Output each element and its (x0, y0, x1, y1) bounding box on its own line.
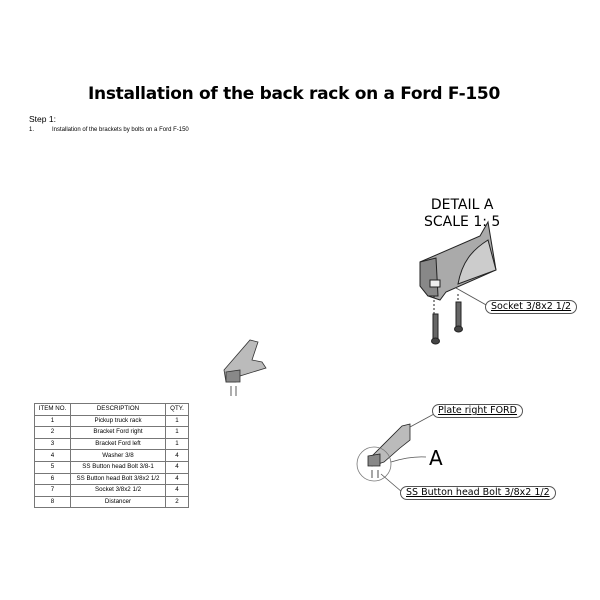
item-no: 8 (34, 495, 71, 509)
detail-a-drawing (419, 220, 497, 345)
step-description: Installation of the brackets by bolts on… (52, 127, 189, 133)
qty: 2 (165, 495, 189, 509)
item-no: 4 (34, 449, 71, 462)
item-no: 3 (34, 437, 71, 451)
step-number: 1. (29, 127, 35, 133)
description: Socket 3/8x2 1/2 (70, 484, 166, 497)
callout-bolt: SS Button head Bolt 3/8x2 1/2 (400, 486, 556, 500)
qty: 4 (165, 449, 189, 462)
header-item-no: ITEM NO. (34, 403, 71, 416)
detail-title: DETAIL A (430, 197, 494, 213)
description: Distancer (70, 495, 166, 509)
detail-scale: SCALE 1: 5 (424, 214, 501, 230)
description: SS Button head Bolt 3/8-1 (70, 460, 166, 474)
item-no: 2 (34, 426, 71, 439)
callout-socket: Socket 3/8x2 1/2 (485, 300, 578, 314)
step-heading: Step 1: (29, 114, 56, 124)
qty: 4 (165, 472, 189, 486)
item-no: 1 (34, 414, 71, 428)
header-description: DESCRIPTION (70, 403, 166, 416)
description: Bracket Ford left (70, 437, 166, 451)
item-no: 5 (34, 460, 71, 474)
description: Bracket Ford right (70, 426, 166, 439)
qty: 1 (165, 414, 189, 428)
qty: 1 (165, 426, 189, 439)
right-bracket-drawing (356, 413, 435, 493)
detail-a-label: DETAIL A SCALE 1: 5 (424, 197, 500, 231)
description: SS Button head Bolt 3/8x2 1/2 (70, 472, 166, 486)
callout-plate: Plate right FORD (432, 404, 523, 418)
description: Washer 3/8 (70, 449, 166, 462)
qty: 4 (165, 460, 189, 474)
left-bracket-drawing (223, 339, 267, 396)
detail-marker-a: A (429, 446, 443, 470)
header-qty: QTY. (165, 403, 189, 416)
page-title: Installation of the back rack on a Ford … (88, 84, 500, 104)
item-no: 7 (34, 484, 71, 497)
item-no: 6 (34, 472, 71, 486)
table-header-row: ITEM NO. DESCRIPTION QTY. (34, 403, 189, 416)
qty: 4 (165, 484, 189, 497)
description: Pickup truck rack (70, 414, 166, 428)
qty: 1 (165, 437, 189, 451)
